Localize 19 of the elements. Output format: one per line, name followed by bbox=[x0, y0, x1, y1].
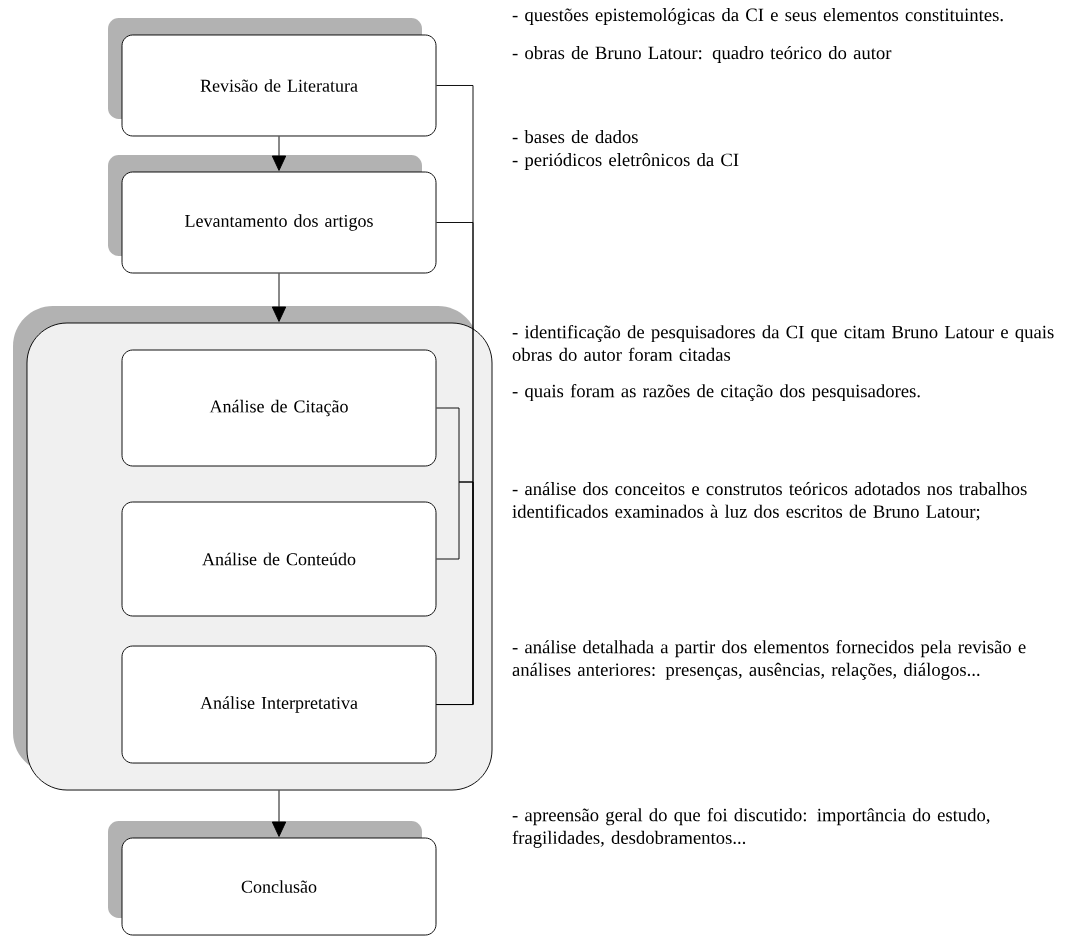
process-box: Análise de Conteúdo bbox=[121, 501, 437, 617]
annotation-text: - identificação de pesquisadores da CI que citam Bruno Latour e quais obras do autor foram citadas bbox=[512, 325, 1054, 361]
annotation-text: - quais foram as razões de citação dos pesquisadores. bbox=[512, 384, 920, 402]
arrow bbox=[271, 790, 287, 837]
annotation-text: - análise dos conceitos e construtos teóricos adotados nos trabalhos identificados examinados à luz dos escritos de Bruno Latour; bbox=[512, 482, 1027, 521]
annotation-text: - bases de dados bbox=[512, 130, 638, 144]
process-box: Análise de Citação bbox=[121, 349, 437, 467]
arrow bbox=[271, 136, 287, 171]
annotation-text: - apreensão geral do que foi discutido: importância do estudo, fragilidades, desdobramentos... bbox=[512, 808, 990, 848]
annotation-text: - periódicos eletrônicos da CI bbox=[512, 153, 739, 170]
arrow bbox=[271, 273, 287, 322]
process-box: Levantamento dos artigos bbox=[108, 155, 437, 274]
annotation-text: - questões epistemológicas da CI e seus elementos constituintes. bbox=[512, 8, 1003, 25]
annotation-text: - obras de Bruno Latour: quadro teórico do autor bbox=[512, 46, 892, 63]
process-box: Conclusão bbox=[108, 821, 437, 936]
process-box: Revisão de Literatura bbox=[108, 18, 437, 137]
process-box: Análise Interpretativa bbox=[121, 645, 437, 764]
annotation-text: - análise detalhada a partir dos elementos fornecidos pela revisão e análises anteriores: presenças, ausências, relações, diálogos... bbox=[512, 640, 1026, 680]
connector-line bbox=[436, 481, 474, 705]
